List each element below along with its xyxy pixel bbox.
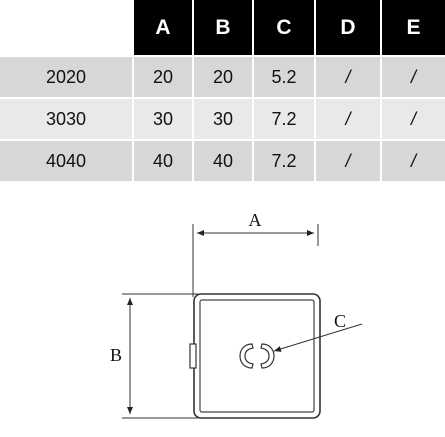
table-row: 3030 30 30 7.2 / /: [0, 99, 445, 141]
cell-b: 20: [194, 57, 254, 99]
header-blank: [0, 0, 134, 57]
end-cap-drawing: A B C: [110, 210, 363, 419]
dimension-c: C: [273, 311, 363, 352]
dimension-a: A: [192, 210, 319, 297]
cell-model: 2020: [0, 57, 134, 99]
cell-model: 4040: [0, 141, 134, 183]
label-a: A: [249, 210, 262, 230]
dimension-table: A B C D E 2020 20 20 5.2 / / 3030 30 30 …: [0, 0, 445, 183]
cell-c: 5.2: [254, 57, 316, 99]
cell-a: 30: [134, 99, 194, 141]
label-c: C: [334, 311, 346, 331]
cell-a: 20: [134, 57, 194, 99]
dimension-b: B: [110, 293, 198, 419]
table-row: 4040 40 40 7.2 / /: [0, 141, 445, 183]
cell-d: /: [316, 99, 382, 141]
cell-c: 7.2: [254, 99, 316, 141]
end-cap-body: [189, 293, 321, 419]
cell-b: 30: [194, 99, 254, 141]
cell-model: 3030: [0, 99, 134, 141]
header-c: C: [254, 0, 316, 57]
cell-e: /: [382, 141, 445, 183]
cell-d: /: [316, 57, 382, 99]
center-clip: [239, 343, 275, 369]
header-e: E: [382, 0, 445, 57]
table-header-row: A B C D E: [0, 0, 445, 57]
cell-c: 7.2: [254, 141, 316, 183]
table-row: 2020 20 20 5.2 / /: [0, 57, 445, 99]
cell-d: /: [316, 141, 382, 183]
header-d: D: [316, 0, 382, 57]
cell-a: 40: [134, 141, 194, 183]
label-b: B: [110, 345, 122, 365]
header-a: A: [134, 0, 194, 57]
header-b: B: [194, 0, 254, 57]
cell-e: /: [382, 57, 445, 99]
cell-b: 40: [194, 141, 254, 183]
cell-e: /: [382, 99, 445, 141]
